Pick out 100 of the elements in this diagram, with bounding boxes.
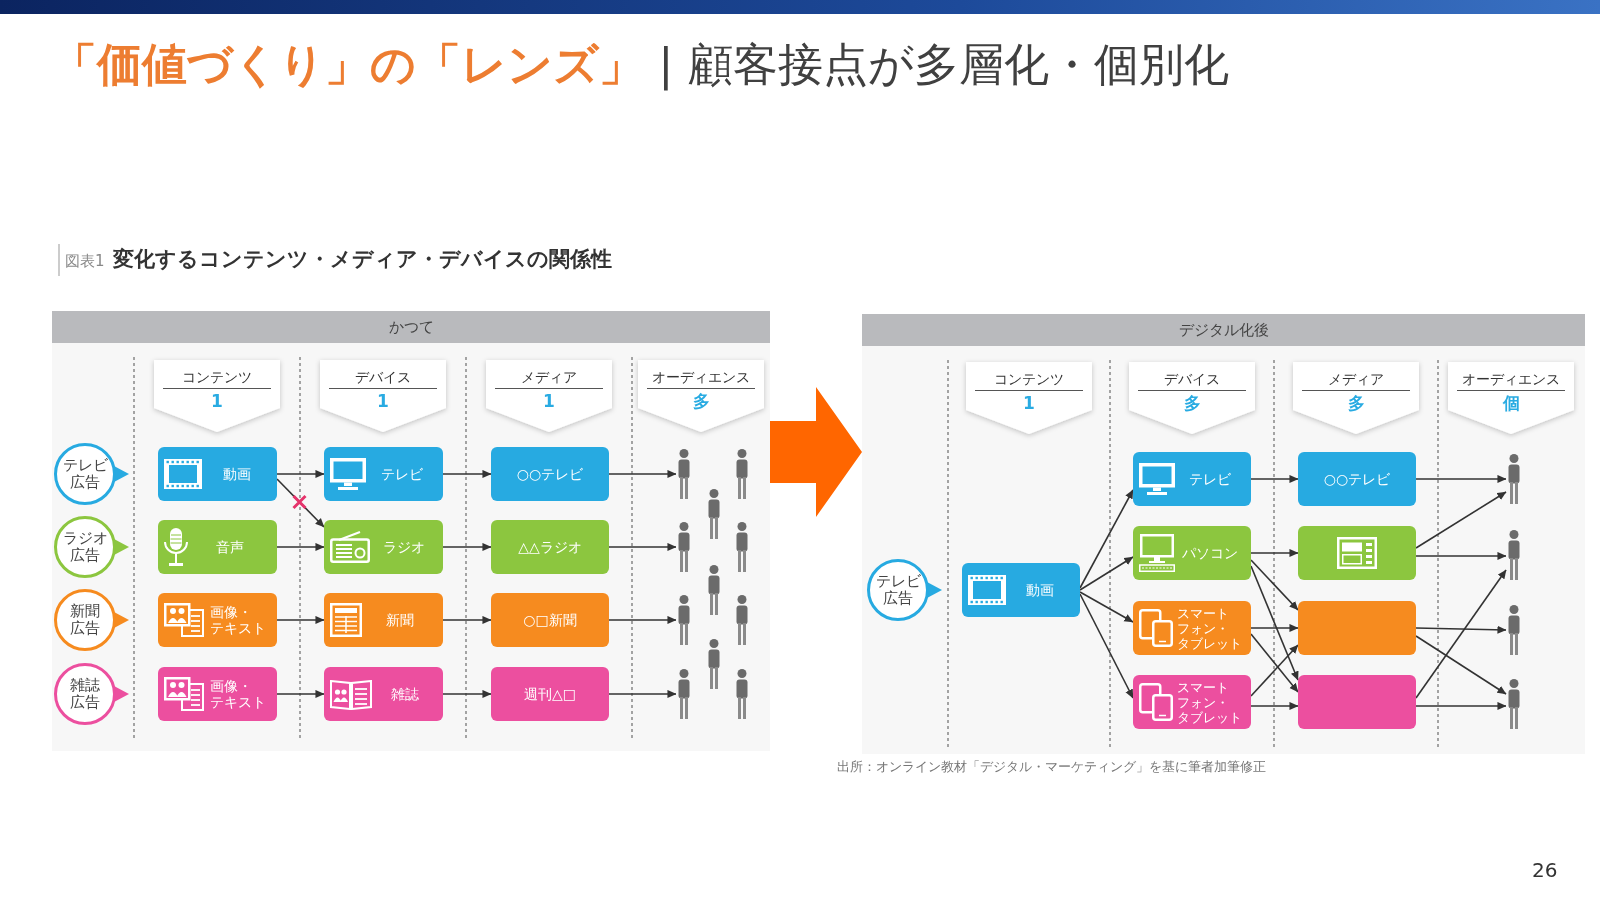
arrow xyxy=(1415,701,1507,711)
arrow xyxy=(1250,701,1299,711)
arrow xyxy=(1250,548,1299,558)
content-box xyxy=(158,520,277,574)
label-circle: テレビ広告 xyxy=(54,443,116,505)
figure-caption: 図表1 変化するコンテンツ・メディア・デバイスの関係性 xyxy=(58,244,613,276)
column-title: デバイス xyxy=(1138,369,1246,391)
panel xyxy=(52,311,770,751)
box-label: 新聞 xyxy=(385,612,414,628)
arrow xyxy=(1250,644,1299,697)
column-count: 多 xyxy=(1183,393,1201,413)
arrow xyxy=(1079,593,1134,699)
person-icon xyxy=(706,489,722,539)
box-label: スマートフォン・タブレット xyxy=(1176,679,1242,725)
slide-title: 「価値づくり」の「レンズ」 | 顧客接点が多層化・個別化 xyxy=(52,37,1229,93)
arrow xyxy=(442,615,492,625)
device-box xyxy=(1133,601,1251,655)
arrow xyxy=(608,689,677,699)
device-box xyxy=(324,447,443,501)
person-icon xyxy=(1506,679,1522,729)
person-icon xyxy=(706,639,722,689)
device-box xyxy=(324,593,443,647)
arrow xyxy=(1415,551,1507,561)
column-title: コンテンツ xyxy=(163,367,271,389)
media-box xyxy=(491,593,609,647)
device-box xyxy=(1133,452,1251,506)
media-box xyxy=(491,447,609,501)
box-label: テレビ xyxy=(1189,471,1231,487)
chevron-header xyxy=(320,360,446,432)
arrow xyxy=(608,469,677,479)
chevron-header xyxy=(966,362,1092,434)
arrow xyxy=(276,689,325,699)
column-title: デバイス xyxy=(329,367,437,389)
box-label: 画像・テキスト xyxy=(209,604,266,636)
chevron-header xyxy=(1293,362,1419,434)
media-box xyxy=(1298,675,1416,729)
arrow xyxy=(1250,633,1299,693)
content-box xyxy=(962,563,1080,617)
pointer-triangle xyxy=(114,612,129,628)
person-icon xyxy=(676,595,692,645)
device-box xyxy=(324,520,443,574)
arrow xyxy=(1250,565,1299,681)
column-title: メディア xyxy=(495,367,603,389)
column-count: 1 xyxy=(1023,393,1035,413)
column-title: コンテンツ xyxy=(975,369,1083,391)
arrow xyxy=(1079,489,1134,589)
arrow xyxy=(276,615,325,625)
pointer-triangle xyxy=(114,686,129,702)
label-circle: 新聞広告 xyxy=(54,589,116,651)
person-icon xyxy=(734,522,750,572)
person-icon xyxy=(676,522,692,572)
person-icon xyxy=(1506,605,1522,655)
person-icon xyxy=(676,449,692,499)
arrow xyxy=(276,469,325,479)
box-label: ○○テレビ xyxy=(1323,471,1391,487)
chevron-header xyxy=(486,360,612,432)
arrow xyxy=(1079,556,1134,591)
column-count: 多 xyxy=(692,391,710,411)
arrow xyxy=(1250,559,1299,611)
arrow xyxy=(442,689,492,699)
box-label: 動画 xyxy=(1026,582,1054,598)
box-label: スマートフォン・タブレット xyxy=(1176,605,1242,651)
media-box xyxy=(1298,452,1416,506)
media-box xyxy=(1298,526,1416,580)
person-icon xyxy=(1506,454,1522,504)
person-icon xyxy=(706,565,722,615)
box-label: ○□新聞 xyxy=(523,612,577,628)
chevron-header xyxy=(1448,362,1574,434)
box-label: 週刊△□ xyxy=(524,686,576,702)
header-band: かつて xyxy=(52,311,770,343)
header-band: デジタル化後 xyxy=(862,314,1585,346)
box-label: △△ラジオ xyxy=(518,539,582,555)
device-box xyxy=(1133,675,1251,729)
person-icon xyxy=(734,449,750,499)
box-label: テレビ xyxy=(380,466,423,482)
block-arrow xyxy=(770,387,862,517)
arrow xyxy=(1415,635,1507,695)
person-icon xyxy=(734,669,750,719)
arrow xyxy=(608,542,677,552)
arrow xyxy=(1415,569,1507,699)
person-icon xyxy=(1506,530,1522,580)
label-circle: 雑誌広告 xyxy=(54,663,116,725)
arrow xyxy=(1415,474,1507,484)
arrow xyxy=(608,615,677,625)
panel xyxy=(862,314,1585,754)
arrow xyxy=(1250,474,1299,484)
arrow xyxy=(276,542,325,552)
arrow xyxy=(1415,491,1507,549)
column-count: 個 xyxy=(1502,393,1520,413)
label-circle: テレビ広告 xyxy=(867,559,929,621)
person-icon xyxy=(676,669,692,719)
content-box xyxy=(158,593,277,647)
media-box xyxy=(491,520,609,574)
arrow xyxy=(1250,623,1299,633)
box-label: 雑誌 xyxy=(390,686,419,702)
column-count: 1 xyxy=(377,391,389,411)
chevron-header xyxy=(1129,362,1255,434)
pointer-triangle xyxy=(927,582,942,598)
source-note: 出所：オンライン教材「デジタル・マーケティング」を基に筆者加筆修正 xyxy=(837,758,1266,776)
arrow xyxy=(1415,625,1507,634)
